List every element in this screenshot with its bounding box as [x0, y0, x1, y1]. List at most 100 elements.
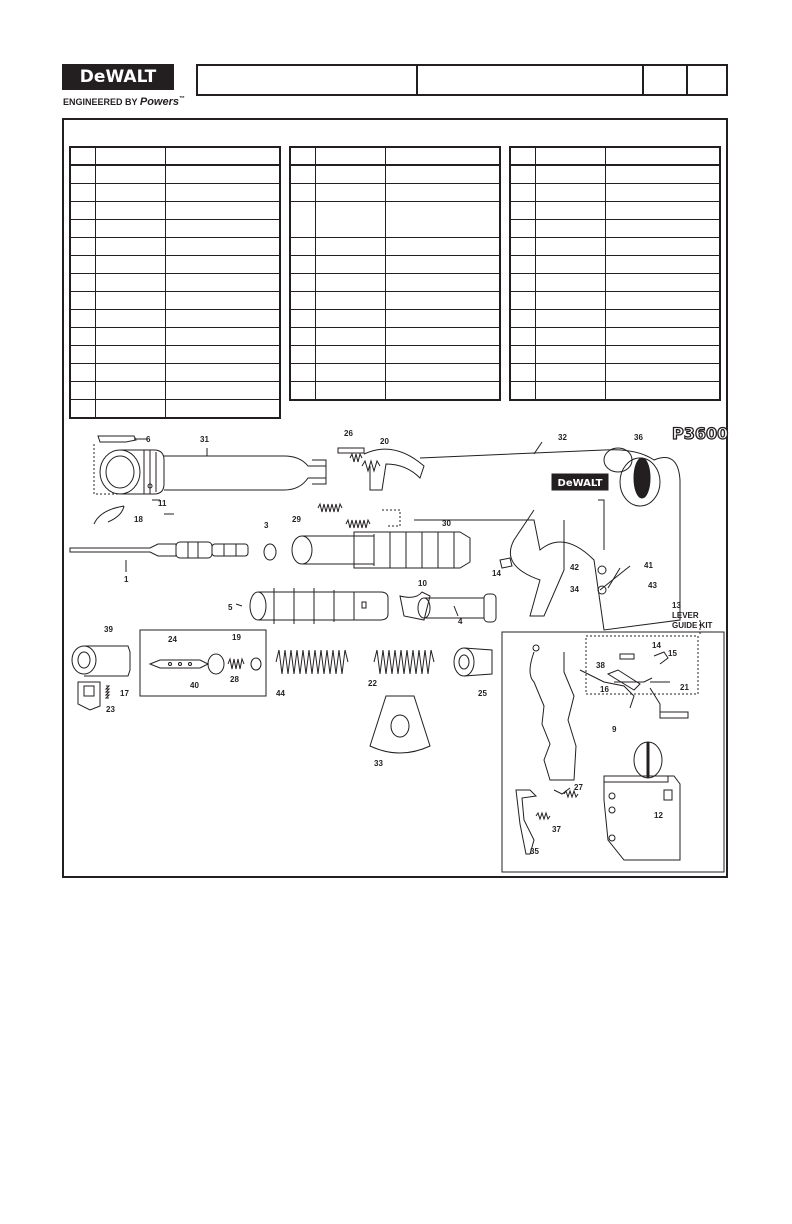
table-cell — [69, 309, 96, 328]
table-cell — [314, 309, 387, 328]
table-cell — [94, 291, 167, 310]
table-cell — [534, 201, 607, 220]
callout-6: 6 — [146, 435, 151, 444]
logo-text: DeWALT — [79, 67, 157, 87]
table-row — [509, 327, 721, 346]
table-cell — [165, 345, 281, 364]
table-cell — [165, 399, 281, 419]
callout-41: 41 — [644, 561, 653, 570]
callout-1: 1 — [124, 575, 129, 584]
table-cell — [534, 363, 607, 382]
table-cell — [385, 201, 501, 238]
part-1-drive-rod — [69, 541, 249, 559]
table-cell — [385, 273, 501, 292]
table-row — [509, 219, 721, 238]
tagline: ENGINEERED BY Powers™ — [63, 96, 185, 108]
table-cell — [289, 273, 316, 292]
parts-table-1 — [69, 146, 281, 419]
table-cell — [385, 345, 501, 364]
header-cell-2 — [418, 66, 644, 94]
table-cell — [69, 273, 96, 292]
part-40-washer — [207, 653, 225, 675]
part-22-main-spring — [275, 649, 435, 675]
callout-5: 5 — [228, 603, 233, 612]
table-row — [509, 309, 721, 328]
table-cell — [385, 255, 501, 274]
part-23-clamp — [77, 681, 101, 711]
callout-14b: 14 — [652, 641, 661, 650]
table-cell — [289, 164, 316, 184]
table-cell — [314, 273, 387, 292]
table-row — [69, 363, 281, 382]
table-cell — [605, 273, 721, 292]
header-cell — [289, 146, 316, 166]
table-cell — [94, 363, 167, 382]
table-row — [289, 291, 501, 310]
callout-37: 37 — [552, 825, 561, 834]
table-cell — [69, 381, 96, 400]
table-cell — [534, 309, 607, 328]
table-cell — [165, 309, 281, 328]
trademark: ™ — [179, 96, 186, 102]
callout-9: 9 — [612, 725, 617, 734]
kit-box — [139, 629, 267, 697]
callout-18: 18 — [134, 515, 143, 524]
part-32-receiver — [363, 448, 681, 631]
part-28-ring — [250, 657, 262, 671]
table-cell — [509, 345, 536, 364]
table-cell — [289, 327, 316, 346]
table-row — [289, 363, 501, 382]
table-cell — [165, 255, 281, 274]
table-cell — [509, 255, 536, 274]
table-cell — [314, 363, 387, 382]
header-cell — [534, 146, 607, 166]
table-row — [69, 183, 281, 202]
table-row — [289, 309, 501, 328]
table-cell — [289, 237, 316, 256]
callout-29: 29 — [292, 515, 301, 524]
table-cell — [165, 381, 281, 400]
callout-17: 17 — [120, 689, 129, 698]
header-cell — [69, 146, 96, 166]
table-cell — [94, 237, 167, 256]
leader-6 — [93, 444, 154, 495]
callout-21: 21 — [680, 683, 689, 692]
part-30-sleeve — [291, 531, 471, 569]
part-39-nose — [71, 645, 131, 677]
table-cell — [605, 164, 721, 184]
table-row — [69, 219, 281, 238]
table-cell — [314, 381, 387, 401]
table-cell — [165, 291, 281, 310]
table-row — [69, 201, 281, 220]
callout-43: 43 — [648, 581, 657, 590]
table-row — [289, 273, 501, 292]
table-cell — [165, 327, 281, 346]
header-cell-3 — [644, 66, 688, 94]
table-cell — [509, 363, 536, 382]
table-row — [509, 273, 721, 292]
table-cell — [289, 291, 316, 310]
callout-24: 24 — [168, 635, 177, 644]
header-cell-4 — [688, 66, 726, 94]
table-row — [289, 327, 501, 346]
table-cell — [69, 327, 96, 346]
tagline-brand: Powers — [139, 96, 180, 108]
model-label: P3600 — [671, 423, 729, 443]
header-cell-1 — [198, 66, 418, 94]
table-cell — [534, 183, 607, 202]
table-cell — [385, 183, 501, 202]
table-cell — [94, 309, 167, 328]
table-cell — [385, 363, 501, 382]
table-cell — [94, 345, 167, 364]
callout-4: 4 — [458, 617, 463, 626]
table-cell — [94, 183, 167, 202]
part-5-housing — [249, 588, 389, 624]
table-cell — [605, 291, 721, 310]
part-27-spring — [563, 789, 579, 799]
tagline-prefix: ENGINEERED BY — [63, 97, 138, 107]
table-row — [69, 381, 281, 400]
parts-frame — [62, 118, 728, 878]
table-cell — [509, 201, 536, 220]
callout-12: 12 — [654, 811, 663, 820]
table-row — [509, 345, 721, 364]
